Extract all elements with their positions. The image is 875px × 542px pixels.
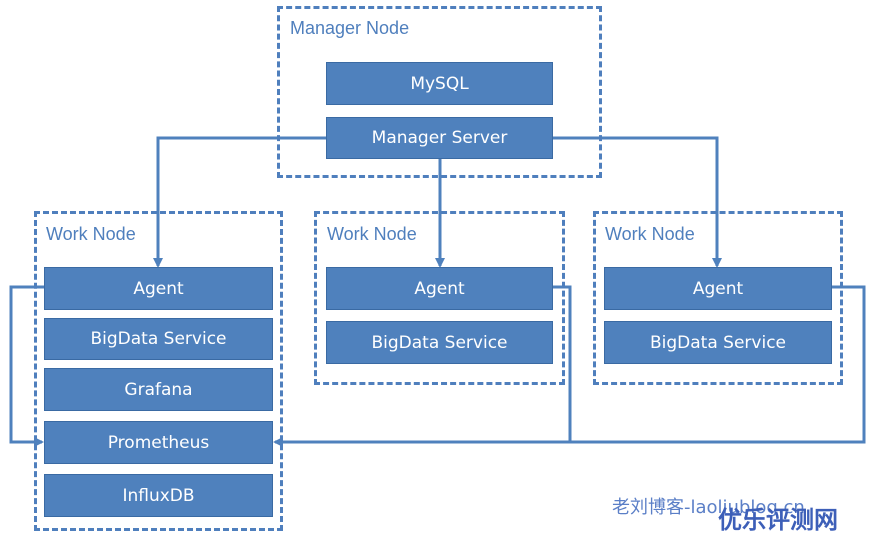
work-node-2-label: Work Node <box>327 224 417 244</box>
bigdata-service-1-box: BigData Service <box>44 318 273 360</box>
manager-node-group <box>277 6 602 178</box>
influxdb-box: InfluxDB <box>44 474 273 517</box>
work-node-3-group <box>593 211 843 385</box>
arrow-manager-to-agent-3 <box>553 136 722 268</box>
prometheus-box: Prometheus <box>44 421 273 464</box>
work-node-1-label: Work Node <box>46 224 136 244</box>
manager-node-label: Manager Node <box>290 18 410 38</box>
bigdata-service-2-box: BigData Service <box>326 321 553 364</box>
work-node-3-label: Work Node <box>605 224 695 244</box>
arrow-manager-to-agent-1 <box>153 136 327 268</box>
agent-1-box: Agent <box>44 267 273 310</box>
line-agent-2-to-bus <box>553 285 572 442</box>
work-node-2-group <box>314 211 565 385</box>
agent-2-box: Agent <box>326 267 553 310</box>
arrow-agent-3-to-prometheus <box>273 285 866 447</box>
bigdata-service-3-box: BigData Service <box>604 321 832 364</box>
arrow-agent-1-to-prometheus <box>9 285 44 447</box>
grafana-box: Grafana <box>44 368 273 411</box>
agent-3-box: Agent <box>604 267 832 310</box>
mysql-box: MySQL <box>326 62 553 105</box>
watermark-blog: 老刘博客-laoliublog.cn <box>612 497 805 518</box>
manager-server-box: Manager Server <box>326 117 553 159</box>
work-node-1-group <box>34 211 283 531</box>
watermark-site: 优乐评测网 <box>718 506 838 534</box>
